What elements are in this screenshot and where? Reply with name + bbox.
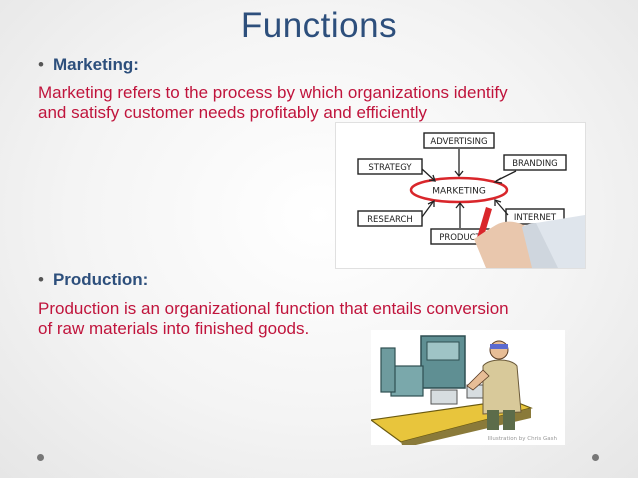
advertising-label: ADVERTISING [430,137,487,147]
machine-panel [390,365,424,397]
bullet-icon: • [38,270,44,289]
product-label: PRODUCT [439,233,481,243]
production-description: Production is an organizational function… [38,299,608,339]
worker-body [482,359,522,415]
worker-arm [466,369,490,391]
production-line-1: Production is an organizational function… [38,299,509,318]
marketing-diagram: ADVERTISING STRATEGY BRANDING MARKETING … [357,132,585,268]
research-box [357,210,423,227]
machine-pipe [380,347,396,393]
bullet-icon: • [38,55,44,74]
marketing-heading-label: Marketing: [52,55,139,74]
strategy-box [357,158,423,175]
worker-leg-right [503,410,515,430]
advertising-box [423,132,495,149]
machine-screen [426,341,460,361]
worker-goggles [490,344,508,349]
production-line-2: of raw materials into finished goods. [38,319,310,338]
marketing-line-1: Marketing refers to the process by which… [38,83,508,102]
worker-head [489,340,509,360]
marketing-line-2: and satisfy customer needs profitably an… [38,103,428,122]
marketing-heading: • Marketing: [38,55,139,75]
marketing-center-label: MARKETING [432,187,486,197]
worker-leg-left [487,410,499,430]
slide-title: Functions [240,6,398,45]
production-illustration-image: Illustration by Chris Gash [371,330,565,445]
internet-label: INTERNET [514,213,557,223]
production-heading-label: Production: [52,270,149,289]
strategy-label: STRATEGY [368,163,412,173]
corner-dot-icon [592,454,599,461]
corner-dot-icon [37,454,44,461]
production-heading: • Production: [38,270,148,290]
research-label: RESEARCH [367,215,413,225]
marketing-description: Marketing refers to the process by which… [38,83,608,123]
marketing-diagram-image: ADVERTISING STRATEGY BRANDING MARKETING … [335,122,586,269]
hand-illustration [474,207,585,268]
diagram-arrows [421,149,517,228]
branding-label: BRANDING [512,159,558,169]
production-illustration: Illustration by Chris Gash [371,335,558,445]
branding-box [503,154,567,171]
product-box-1 [430,389,458,405]
marketing-center-ellipse [409,176,509,204]
illustration-credit: Illustration by Chris Gash [488,436,558,442]
